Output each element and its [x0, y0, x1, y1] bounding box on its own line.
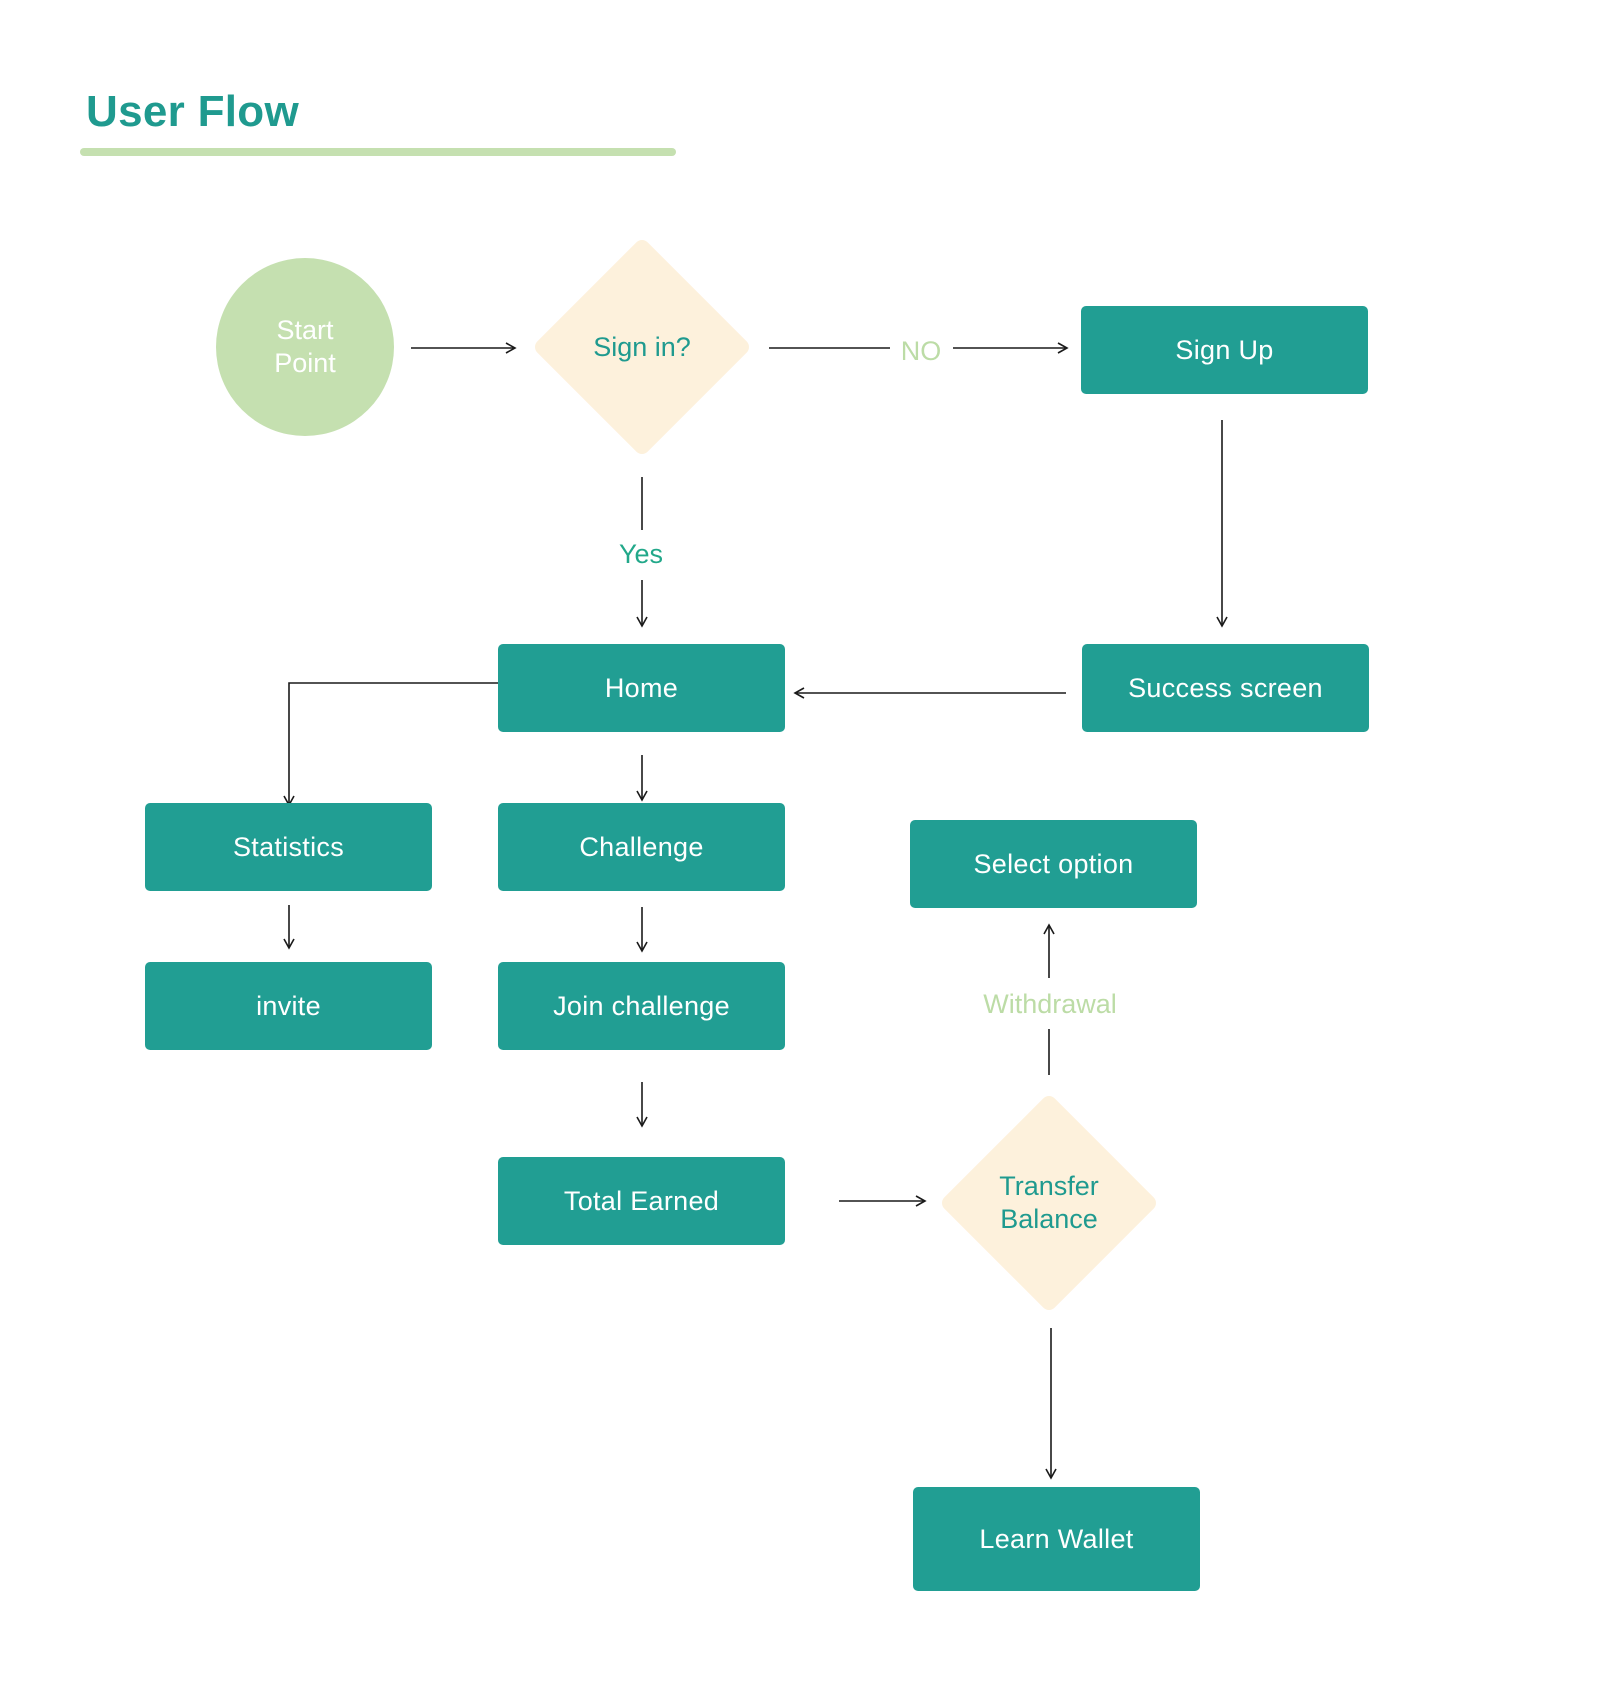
statistics-box: Statistics: [145, 803, 432, 891]
invite-box: invite: [145, 962, 432, 1050]
yes-label: Yes: [618, 539, 664, 569]
sign-up-box: Sign Up: [1081, 306, 1368, 394]
no-label: NO: [900, 336, 942, 366]
start-point-node: Start Point: [216, 258, 394, 436]
learn-wallet-box: Learn Wallet: [913, 1487, 1200, 1591]
page-title: User Flow: [86, 87, 299, 136]
select-option-box: Select option: [910, 820, 1197, 908]
join-challenge-box: Join challenge: [498, 962, 785, 1050]
transfer-balance-label: Transfer Balance: [999, 1171, 1099, 1234]
sign-in-decision: Sign in?: [531, 236, 753, 458]
withdrawal-label: Withdrawal: [983, 989, 1117, 1019]
arrow-home-to-statistics: [283, 682, 498, 807]
success-screen-box: Success screen: [1082, 644, 1369, 732]
sign-in-label: Sign in?: [593, 331, 691, 362]
challenge-box: Challenge: [498, 803, 785, 891]
home-box: Home: [498, 644, 785, 732]
transfer-balance-decision: Transfer Balance: [938, 1092, 1160, 1314]
title-underline: [80, 148, 676, 156]
total-earned-box: Total Earned: [498, 1157, 785, 1245]
